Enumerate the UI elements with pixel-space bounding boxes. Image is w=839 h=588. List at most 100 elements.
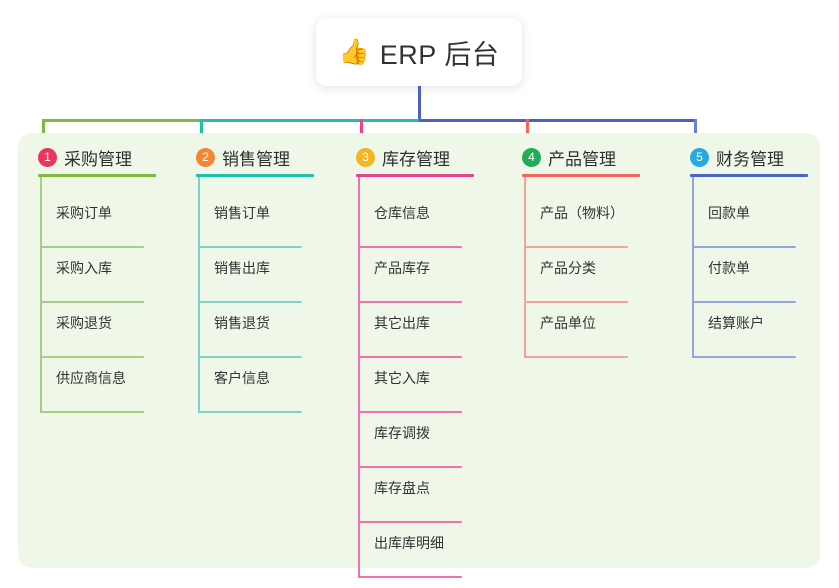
menu-item-underline: [524, 356, 628, 358]
menu-item[interactable]: 其它出库: [358, 303, 470, 358]
column-header-2[interactable]: 2 销售管理: [196, 145, 290, 170]
menu-item-label: 其它出库: [374, 315, 430, 331]
column-underline-3: [356, 174, 474, 177]
menu-item-label: 采购订单: [56, 205, 112, 221]
bus-segment-1: [42, 119, 200, 122]
column-spine-5: [692, 177, 694, 358]
column-drop-line-1: [42, 119, 45, 145]
menu-item-underline: [40, 246, 144, 248]
menu-item-underline: [358, 301, 462, 303]
menu-item[interactable]: 出库库明细: [358, 523, 470, 578]
column-header-1[interactable]: 1 采购管理: [38, 145, 132, 170]
menu-item-underline: [198, 246, 302, 248]
menu-item-label: 其它入库: [374, 370, 430, 386]
menu-item-label: 产品（物料）: [540, 205, 624, 221]
column-header-4[interactable]: 4 产品管理: [522, 145, 616, 170]
menu-item-underline: [692, 246, 796, 248]
column-header-5[interactable]: 5 财务管理: [690, 145, 784, 170]
root-node-card[interactable]: 👍 ERP 后台: [316, 18, 522, 86]
column-underline-4: [522, 174, 640, 177]
column-underline-5: [690, 174, 808, 177]
menu-item-underline: [358, 576, 462, 578]
column-spine-2: [198, 177, 200, 413]
menu-item-label: 销售退货: [214, 315, 270, 331]
menu-item-underline: [358, 411, 462, 413]
menu-item-underline: [358, 356, 462, 358]
menu-item-underline: [692, 356, 796, 358]
menu-item-underline: [40, 356, 144, 358]
column-underline-2: [196, 174, 314, 177]
column-badge-3: 3: [356, 148, 375, 167]
menu-item-underline: [358, 521, 462, 523]
menu-item[interactable]: 回款单: [692, 193, 804, 248]
column-drop-line-3: [360, 119, 363, 145]
menu-item[interactable]: 其它入库: [358, 358, 470, 413]
menu-item-label: 客户信息: [214, 370, 270, 386]
column-drop-line-2: [200, 119, 203, 145]
menu-item-underline: [40, 411, 144, 413]
menu-item[interactable]: 销售退货: [198, 303, 310, 358]
menu-item-label: 采购入库: [56, 260, 112, 276]
departments-panel: [18, 133, 820, 568]
menu-item-label: 产品库存: [374, 260, 430, 276]
menu-item-label: 供应商信息: [56, 370, 126, 386]
menu-item[interactable]: 采购入库: [40, 248, 152, 303]
menu-item[interactable]: 结算账户: [692, 303, 804, 358]
menu-item-underline: [198, 411, 302, 413]
menu-item[interactable]: 仓库信息: [358, 193, 470, 248]
menu-item-underline: [198, 356, 302, 358]
column-spine-1: [40, 177, 42, 413]
bus-segment-3: [419, 119, 697, 122]
menu-item[interactable]: 采购订单: [40, 193, 152, 248]
menu-item[interactable]: 库存调拨: [358, 413, 470, 468]
menu-item[interactable]: 产品单位: [524, 303, 636, 358]
menu-item[interactable]: 销售订单: [198, 193, 310, 248]
menu-item-label: 付款单: [708, 260, 750, 276]
thumbs-up-icon: 👍: [338, 37, 370, 66]
column-header-3[interactable]: 3 库存管理: [356, 145, 450, 170]
menu-item[interactable]: 产品库存: [358, 248, 470, 303]
root-stem-line: [418, 86, 421, 122]
menu-item-underline: [692, 301, 796, 303]
menu-item[interactable]: 采购退货: [40, 303, 152, 358]
menu-item-underline: [40, 301, 144, 303]
column-title-2: 销售管理: [222, 150, 290, 169]
menu-item[interactable]: 销售出库: [198, 248, 310, 303]
column-badge-1: 1: [38, 148, 57, 167]
column-spine-3: [358, 177, 360, 578]
menu-item[interactable]: 库存盘点: [358, 468, 470, 523]
column-drop-line-5: [694, 119, 697, 145]
column-badge-2: 2: [196, 148, 215, 167]
root-node-title: ERP 后台: [379, 39, 500, 70]
menu-item-label: 产品分类: [540, 260, 596, 276]
menu-item[interactable]: 产品（物料）: [524, 193, 636, 248]
menu-item[interactable]: 产品分类: [524, 248, 636, 303]
menu-item-underline: [358, 246, 462, 248]
column-badge-4: 4: [522, 148, 541, 167]
column-badge-5: 5: [690, 148, 709, 167]
menu-item[interactable]: 付款单: [692, 248, 804, 303]
menu-item[interactable]: 供应商信息: [40, 358, 152, 413]
menu-item-label: 出库库明细: [374, 535, 444, 551]
column-title-3: 库存管理: [382, 150, 450, 169]
column-title-4: 产品管理: [548, 150, 616, 169]
column-underline-1: [38, 174, 156, 177]
menu-item-label: 回款单: [708, 205, 750, 221]
menu-item-label: 结算账户: [708, 315, 764, 331]
menu-item-underline: [524, 301, 628, 303]
column-title-5: 财务管理: [716, 150, 784, 169]
menu-item-label: 产品单位: [540, 315, 596, 331]
column-title-1: 采购管理: [64, 150, 132, 169]
menu-item-label: 仓库信息: [374, 205, 430, 221]
menu-item-label: 销售出库: [214, 260, 270, 276]
column-drop-line-4: [526, 119, 529, 145]
menu-item-label: 销售订单: [214, 205, 270, 221]
menu-item-label: 库存盘点: [374, 480, 430, 496]
menu-item-label: 库存调拨: [374, 425, 430, 441]
menu-item-label: 采购退货: [56, 315, 112, 331]
bus-segment-2: [200, 119, 419, 122]
menu-item-underline: [198, 301, 302, 303]
column-spine-4: [524, 177, 526, 358]
menu-item-underline: [358, 466, 462, 468]
menu-item[interactable]: 客户信息: [198, 358, 310, 413]
